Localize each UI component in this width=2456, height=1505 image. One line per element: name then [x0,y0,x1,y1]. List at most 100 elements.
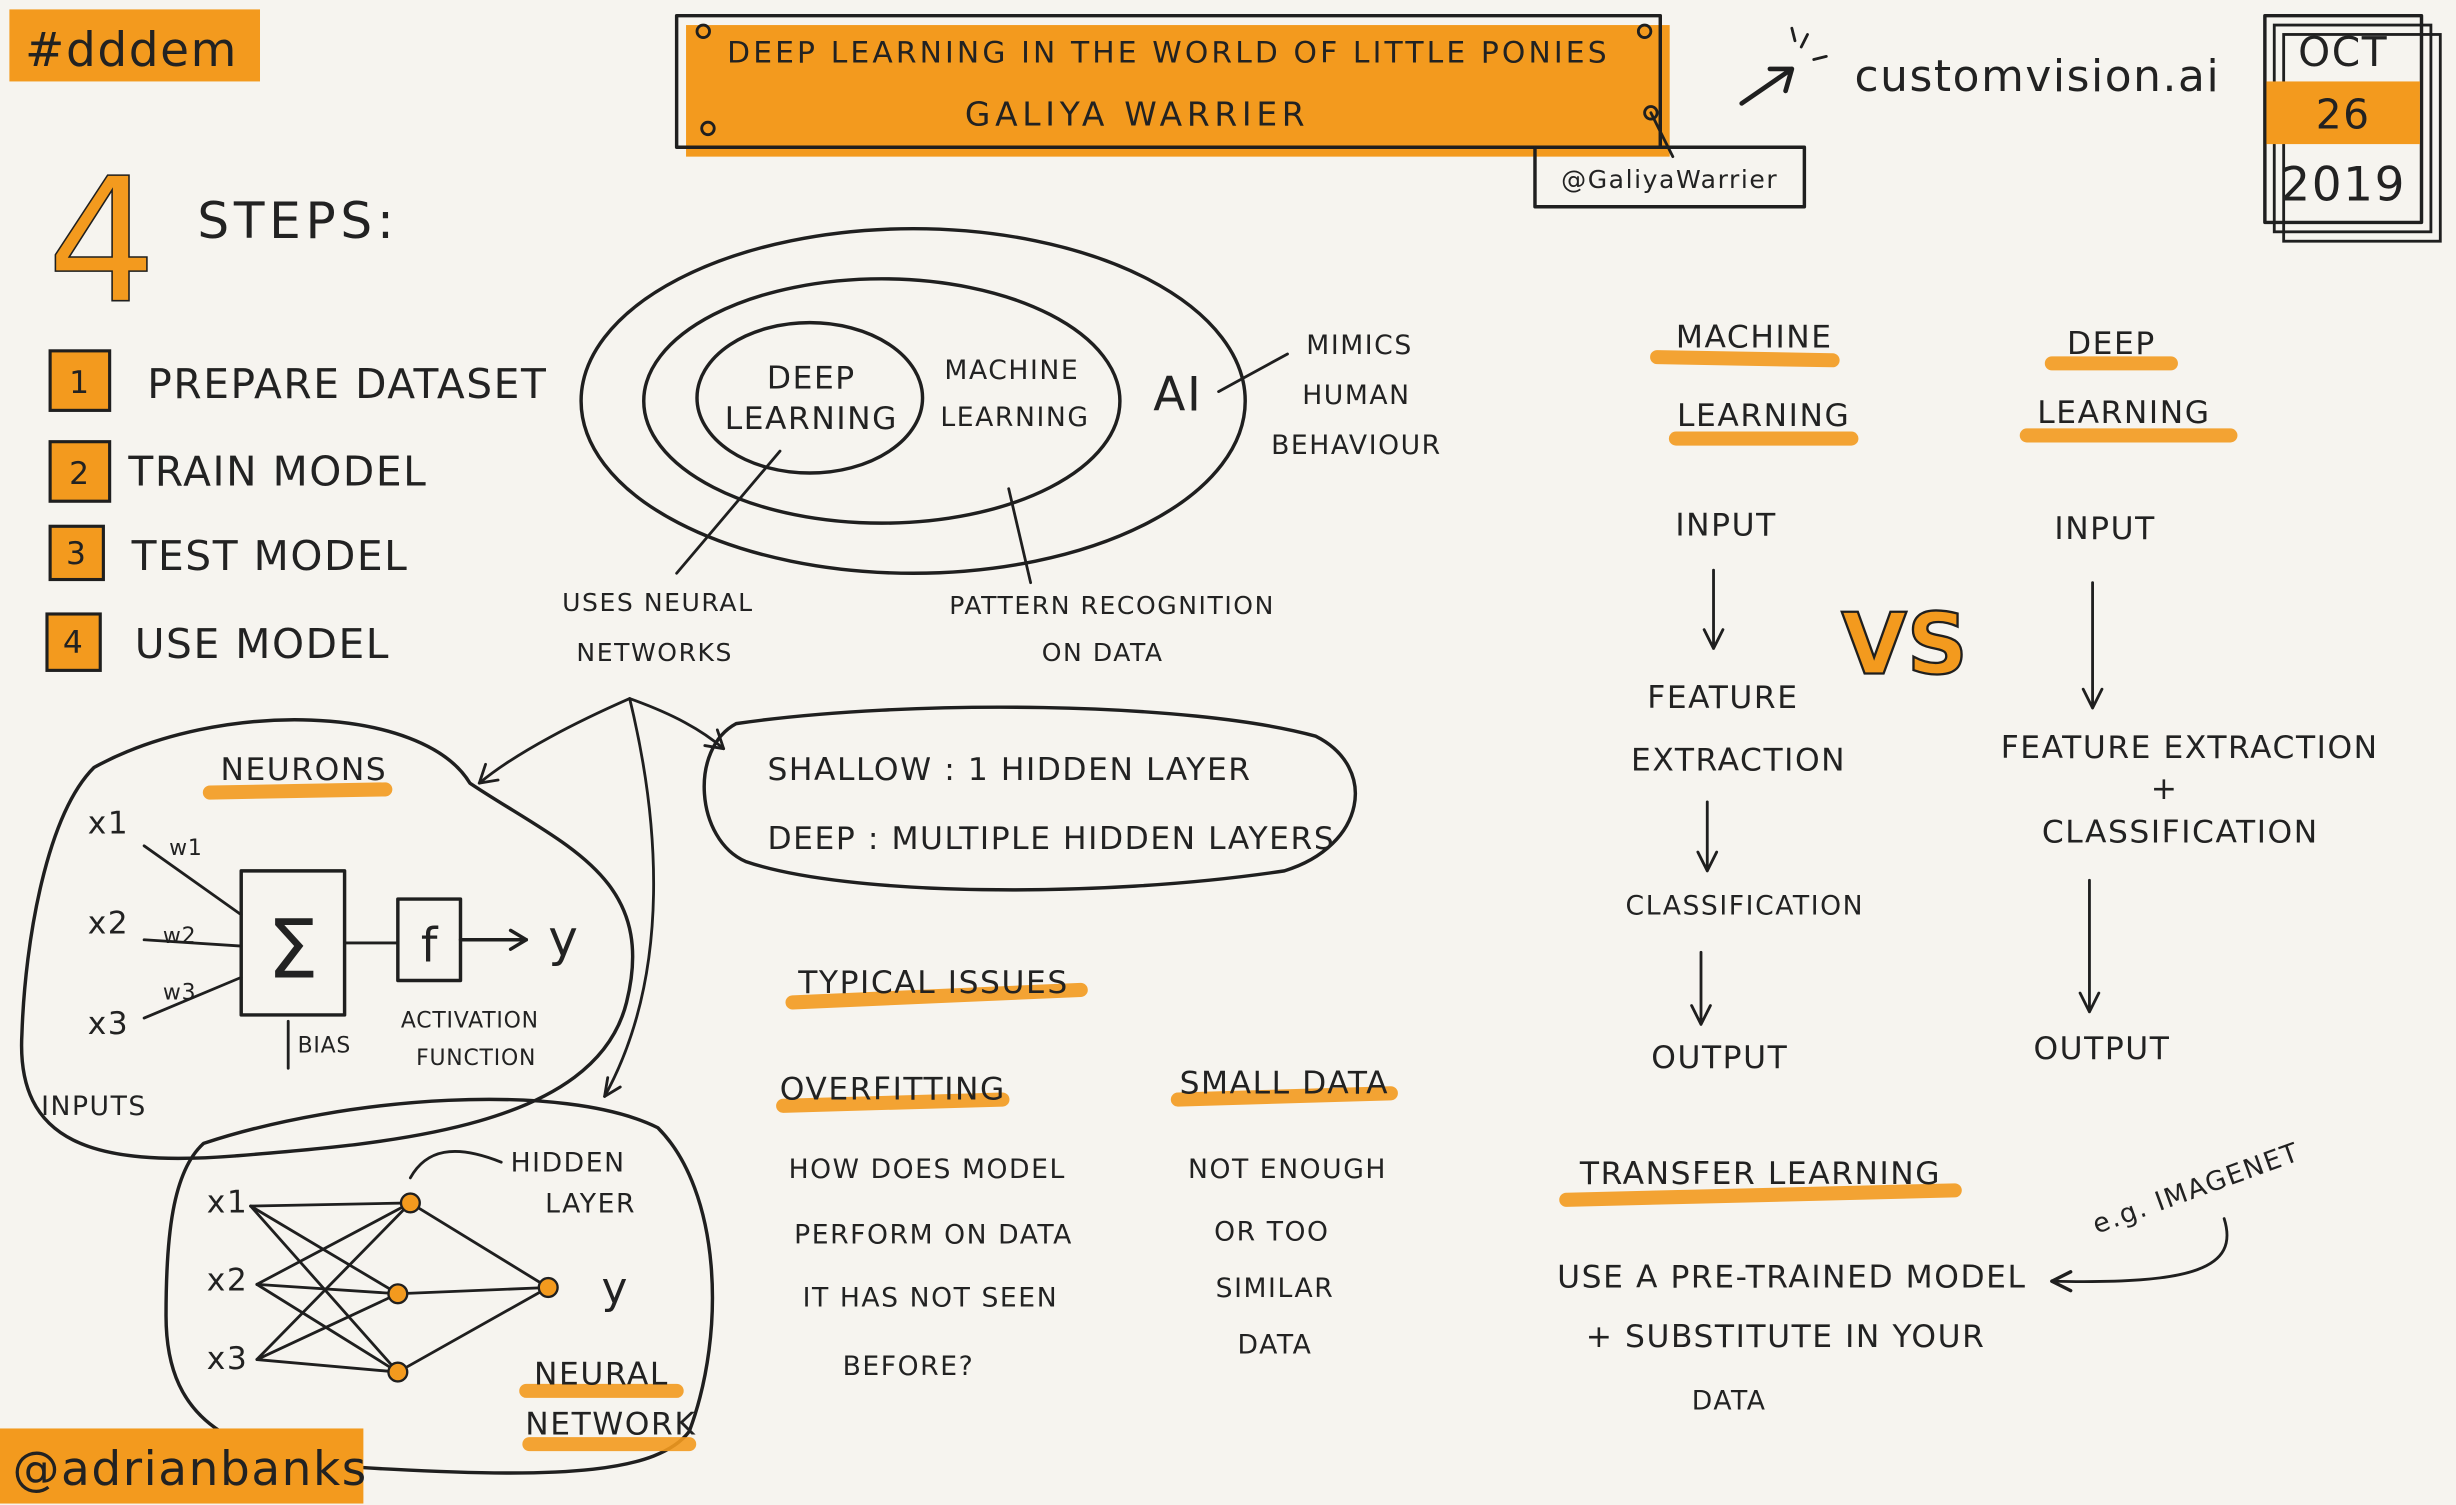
overfitting-line: IT HAS NOT SEEN [803,1282,1059,1313]
flow-arrow [1702,568,1725,650]
hashtag-text: #dddem [25,23,238,78]
credit-highlight [0,1428,364,1504]
steps-count: 4 [47,141,157,342]
issues-title: TYPICAL ISSUES [797,965,1069,1001]
ai-note: BEHAVIOUR [1271,430,1442,461]
transfer-line: + SUBSTITUTE IN YOUR [1586,1319,1986,1355]
network-output: y [601,1263,627,1314]
speaker-twitter: @GaliyaWarrier [1561,165,1778,194]
ml-title: MACHINE [1676,320,1833,356]
hashtag-highlight [9,9,261,82]
overfitting-line: BEFORE? [843,1351,975,1382]
screw-icon [1636,23,1653,40]
ml-step: INPUT [1675,508,1776,544]
ai-ellipse [579,226,1247,575]
hidden-pointer-arrow [408,1150,503,1180]
network-input: x1 [207,1184,249,1220]
arrow-head [508,928,528,951]
ai-note: HUMAN [1302,380,1410,411]
network-title: NEURAL [534,1357,669,1393]
calendar-page-front [2263,13,2424,225]
layers-bubble: SHALLOW : 1 HIDDEN LAYER DEEP : MULTIPLE… [702,705,1357,892]
transfer-learning: TRANSFER LEARNING USE A PRE-TRAINED MODE… [1557,1137,2304,1417]
title-highlight [1170,1086,1398,1107]
small-data-line: OR TOO [1214,1217,1329,1248]
neuron-input: x3 [88,1006,130,1042]
small-data-title: SMALL DATA [1180,1065,1389,1101]
flow-arrow [2078,878,2101,1014]
shallow-text: SHALLOW : 1 HIDDEN LAYER [767,752,1251,788]
arrow-head [603,1076,622,1098]
ml-note: ON DATA [1042,638,1164,667]
dl-title: DEEP [2067,326,2156,362]
network-edge [249,1201,412,1208]
credit-text: @adrianbanks [13,1442,368,1497]
vs-label: VS [1841,595,1967,694]
neuron-weight: w1 [169,836,202,861]
neuron-weight: w2 [163,924,196,949]
network-edge [255,1201,412,1361]
title-highlight [1650,350,1840,368]
arrow-to-layers [628,697,726,751]
ml-leader-line [1007,487,1033,585]
date-month: OCT [2298,28,2388,76]
tag-string [1649,111,1675,159]
step-label: USE MODEL [135,620,390,668]
step-number: 2 [69,456,91,492]
step-badge [48,524,105,582]
output-node [537,1276,559,1299]
dl-label: LEARNING [725,401,898,437]
network-edge [255,1292,400,1361]
small-data-line: SIMILAR [1216,1273,1335,1304]
activation-label: ACTIVATION [401,1008,539,1033]
layers-outline [702,705,1357,892]
ml-step: EXTRACTION [1631,743,1846,779]
bias-label: BIAS [298,1034,352,1059]
ml-vs-dl: MACHINE LEARNING DEEP LEARNING VS INPUT … [1626,320,2379,1076]
credit-tag: @adrianbanks [0,1428,368,1504]
speaker-name: GALIYA WARRIER [965,94,1309,133]
network-edge [396,1286,550,1296]
transfer-title: TRANSFER LEARNING [1579,1156,1941,1192]
typical-issues: TYPICAL ISSUES OVERFITTING HOW DOES MODE… [776,965,1398,1382]
deep-text: DEEP : MULTIPLE HIDDEN LAYERS [767,821,1335,857]
overfitting-title: OVERFITTING [780,1072,1006,1108]
arrow-to-neurons [477,697,632,785]
step-label: TRAIN MODEL [127,448,427,496]
network-edge [396,1286,550,1374]
cursor-arrow-icon [1739,66,1795,106]
site-callout: customvision.ai [1739,26,2219,106]
sum-symbol: Σ [267,902,318,997]
dl-note: NETWORKS [576,638,733,667]
steps-heading: STEPS: [197,191,398,250]
step-number: 1 [69,365,91,401]
neural-network-panel: x1 x2 x3 HIDDEN LAYER y NEURAL NETWORK [164,1097,715,1475]
step-label: TEST MODEL [131,532,409,580]
func-symbol: f [421,919,439,974]
screw-icon [695,23,711,40]
step-label: PREPARE DATASET [147,360,547,408]
hidden-node [387,1283,409,1305]
title-highlight [202,782,393,800]
neurons-title: NEURONS [220,752,387,788]
hashtag-tag: #dddem [9,9,261,82]
title-banner: DEEP LEARNING IN THE WORLD OF LITTLE PON… [674,13,1670,157]
neuron-weight: w3 [163,980,196,1005]
transfer-line: DATA [1692,1386,1767,1417]
title-highlight [785,982,1088,1010]
steps-section: 4 STEPS: 1 PREPARE DATASET 2 TRAIN MODEL… [45,140,547,672]
hidden-label: LAYER [545,1188,636,1219]
screw-icon [700,120,716,137]
dl-step: FEATURE EXTRACTION [2001,730,2379,766]
network-edge [408,1201,550,1289]
step-number: 4 [63,625,85,661]
ml-title: LEARNING [1677,398,1850,434]
title-highlight [1559,1183,1962,1207]
dl-leader-line [675,449,782,575]
neuron-input: x2 [88,906,130,942]
date-year: 2019 [2280,157,2406,212]
overfitting-line: PERFORM ON DATA [794,1220,1073,1251]
ai-leader-line [1217,352,1289,393]
